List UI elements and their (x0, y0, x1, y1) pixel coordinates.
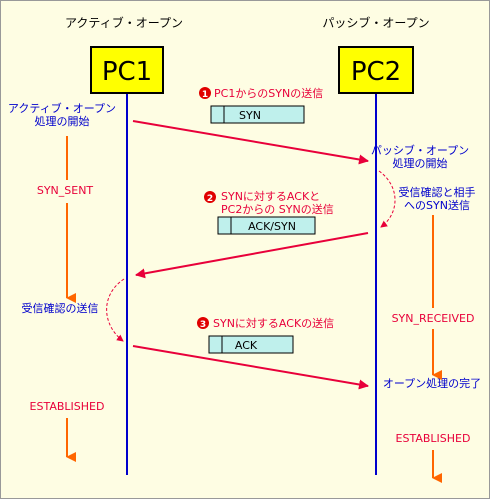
step-2-title-line-2: PC2からの SYNの送信 (221, 202, 334, 216)
step-2-badge (204, 191, 216, 203)
step-3-number: 3 (200, 320, 206, 330)
left-established-state: ESTABLISHED (30, 400, 105, 413)
ack-arrow (132, 345, 369, 390)
step-1-badge (199, 87, 211, 99)
active-open-start-line-1: アクティブ・オープン (8, 101, 116, 115)
ack-syn-segment-box: ACK/SYN (217, 216, 316, 235)
right-column-header: パッシブ・オープン (322, 15, 429, 30)
ack-syn-segment-label: ACK/SYN (248, 220, 296, 233)
ack-syn-arrow (135, 232, 369, 279)
passive-open-start-line-1: パッシブ・オープン (371, 143, 469, 157)
syn-received-state: SYN_RECEIVED (392, 312, 475, 325)
syn-sent-state: SYN_SENT (37, 184, 94, 197)
right-receive-send-line-1: 受信確認と相手 (399, 185, 476, 199)
left-receive-ack-send: 受信確認の送信 (22, 301, 99, 315)
step-3-badge (197, 317, 209, 329)
left-column-header: アクティブ・オープン (65, 15, 183, 30)
step-1: 1 PC1からのSYNの送信 SYN (199, 86, 323, 124)
open-complete-label: オープン処理の完了 (383, 376, 481, 390)
ack-segment-box: ACK (208, 335, 294, 354)
pc1-label: PC1 (102, 57, 152, 87)
step-1-title: PC1からのSYNの送信 (214, 86, 323, 100)
active-open-start-line-2: 処理の開始 (35, 114, 90, 128)
step-3: 3 SYNに対するACKの送信 ACK (197, 316, 334, 354)
syn-segment-label: SYN (239, 109, 261, 122)
right-established-state: ESTABLISHED (396, 432, 471, 445)
step-2: 2 SYNに対するACKと PC2からの SYNの送信 ACK/SYN (204, 189, 334, 235)
right-receive-send-line-2: へのSYN送信 (404, 198, 470, 212)
step-2-title-line-1: SYNに対するACKと (221, 189, 320, 203)
pc2-label: PC2 (351, 57, 401, 87)
syn-segment-box: SYN (210, 105, 305, 124)
syn-arrow (132, 120, 369, 165)
pc1-host-box: PC1 (90, 46, 164, 94)
step-3-title: SYNに対するACKの送信 (213, 316, 334, 330)
pc2-host-box: PC2 (338, 46, 414, 94)
left-dashed-curve-arrow (106, 278, 125, 342)
step-1-number: 1 (202, 90, 208, 100)
step-2-number: 2 (207, 194, 213, 204)
right-dashed-curve-arrow (378, 170, 396, 228)
passive-open-start-line-2: 処理の開始 (393, 156, 448, 170)
ack-segment-label: ACK (235, 339, 258, 352)
